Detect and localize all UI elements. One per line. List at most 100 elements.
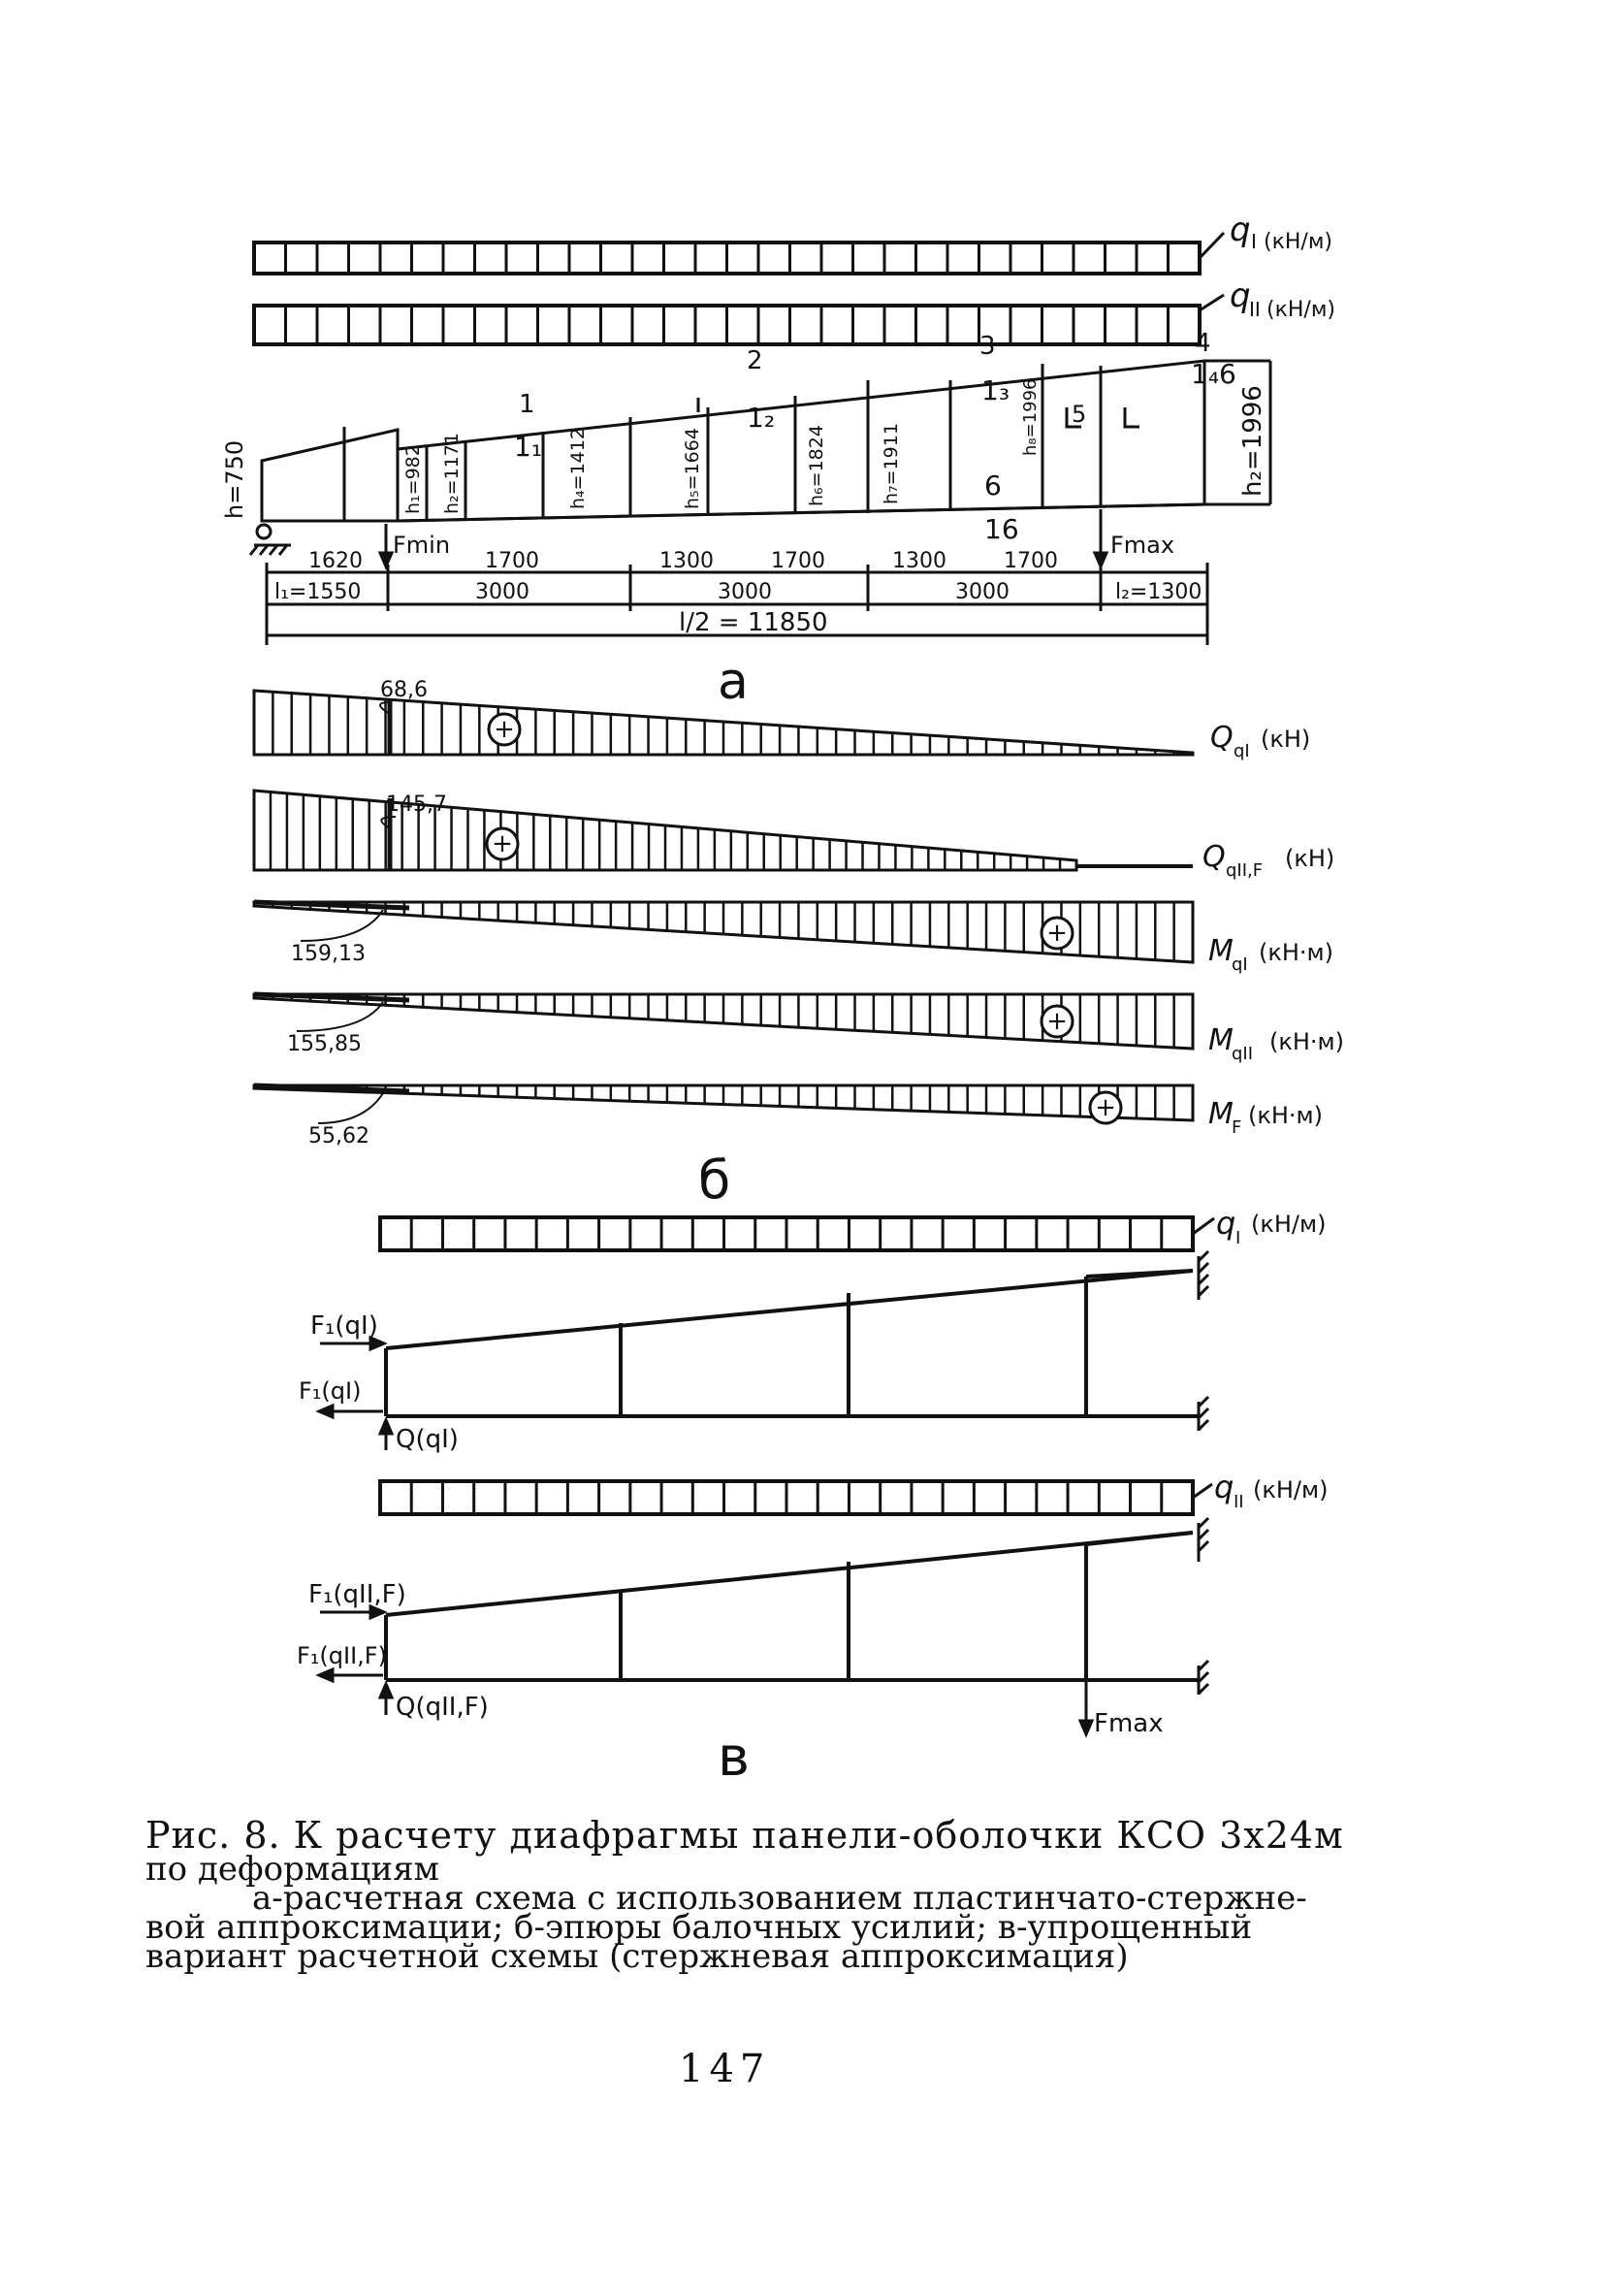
section-1-2: 1₂ [747,402,775,434]
diagram-value-label: 155,85 [287,1032,362,1056]
label-a: a [718,653,749,711]
section-1: 1 [519,390,535,419]
diagram-sign-circle [1040,916,1074,951]
height-h6: h₆=1824 [806,425,827,506]
load-q1-sub: I [1251,230,1257,253]
left-support [248,523,291,556]
load-q2-sub: II [1249,298,1261,321]
diagram-sign: + [1046,919,1068,948]
section-5: 5 [1072,401,1086,428]
load-v1-sub: I [1235,1228,1240,1248]
diagram-sub: F [1232,1117,1241,1138]
section-1-4: 1₄6 [1191,358,1236,390]
diagram-unit: (кН·м) [1269,1028,1344,1055]
load-v2-unit: (кН/м) [1253,1476,1328,1504]
load-q1-label: q [1230,210,1251,249]
dim-3000-c: 3000 [955,580,1010,604]
height-h5: h₅=1664 [682,428,703,509]
diagram-outline [252,900,1195,964]
diagram-wedge [253,1083,410,1094]
height-h4: h₄=1412 [567,428,589,509]
diagram-name: Q [1202,840,1226,874]
diagram-name: M [1208,1023,1234,1057]
height-h7: h₇=1911 [881,423,902,504]
diagram-sign: + [1046,1007,1068,1036]
q2-label: Q(qII,F) [396,1693,489,1722]
dimension-lines [265,563,1209,645]
diagram-sign: + [1095,1093,1116,1122]
diagram-unit: (кН·м) [1259,939,1333,966]
dim-1700-b: 1700 [771,549,825,573]
diagram-leader [380,816,397,829]
diagram-outline [252,992,1195,1051]
dim-l1: l₁=1550 [274,580,361,604]
q-label: Q(qI) [396,1425,459,1454]
section-1-1: 1₁ [514,431,542,463]
diagram-value-label: 55,62 [308,1124,369,1148]
diagram-unit: (кН) [1261,726,1310,753]
dim-3000-b: 3000 [718,580,772,604]
diagram-unit: (кН) [1285,845,1334,872]
diagram-wedge [253,991,410,1003]
diagram-sign-circle [485,826,520,861]
diagram-name: M [1208,1097,1234,1131]
diaphragm-scheme [260,359,1272,523]
label-b: б [698,1149,730,1211]
diagram-sub: qII,F [1226,860,1263,881]
diagram-leader [300,909,384,942]
diagram-m-qi: 159,13+MqI(кН·м) [252,899,1333,975]
load-v1-unit: (кН/м) [1251,1211,1326,1238]
diagram-sign-circle [1040,1004,1074,1039]
diagram-value-label: 145,7 [386,792,447,817]
diagram-name: M [1208,934,1234,968]
dim-1300-b: 1300 [892,549,946,573]
diagram-value-label: 68,6 [380,678,428,702]
section-16: 16 [984,513,1019,545]
load-q2-label: q [1230,276,1251,315]
caption-line-3: вой аппроксимации; б-эпюры балочных усил… [145,1908,1253,1947]
diagram-m-f: 55,62 + MF (кН·м) [252,1083,1323,1148]
load-q1-unit: (кН/м) [1264,230,1332,254]
diagram-sub: qI [1234,741,1250,761]
force-fmax-arrow [1092,509,1109,570]
height-h1: h₁=982 [402,444,424,514]
load-v2-label: q [1214,1469,1234,1505]
diagram-sub: qII [1232,1044,1253,1064]
load-q2-unit: (кН/м) [1266,298,1335,322]
dim-1300-a: 1300 [659,549,714,573]
section-2: 2 [747,346,763,375]
fmax-v-label: Fmax [1094,1709,1164,1738]
load-bar-q2 [252,304,1202,346]
height-h2-right: h₂=1996 [1238,385,1267,497]
dim-1700-a: 1700 [485,549,539,573]
diagram-outline [252,789,1078,872]
force-fmin-label: Fmin [393,532,450,559]
diagram-sign-circle [1088,1090,1123,1125]
diagram-leader [296,1001,384,1032]
caption-line-1: по деформациям [145,1850,439,1889]
fixed-support-v1 [1197,1249,1210,1432]
diagram-unit: (кН·м) [1248,1102,1323,1129]
height-h8: h₈=1996 [1020,378,1041,456]
page-number: 147 [679,2047,771,2091]
diagram-name: Q [1210,721,1234,755]
force-arrows-v1 [315,1335,395,1450]
diagram-sign: + [492,829,513,858]
label-v: в [718,1726,750,1789]
force-arrows-v2 [315,1603,1095,1738]
dim-l2: l₂=1300 [1115,580,1202,604]
load-v1-label: q [1216,1205,1235,1242]
f2-top-label: F₁(qII,F) [308,1580,406,1609]
frame-v2 [384,1531,1198,1682]
dim-3000-a: 3000 [475,580,529,604]
f2-bottom-label: F₁(qII,F) [297,1642,387,1669]
caption-line-2: а-расчетная схема с использованием пласт… [252,1879,1307,1918]
diagram-sub: qI [1232,954,1248,975]
height-h0: h=750 [221,440,248,519]
